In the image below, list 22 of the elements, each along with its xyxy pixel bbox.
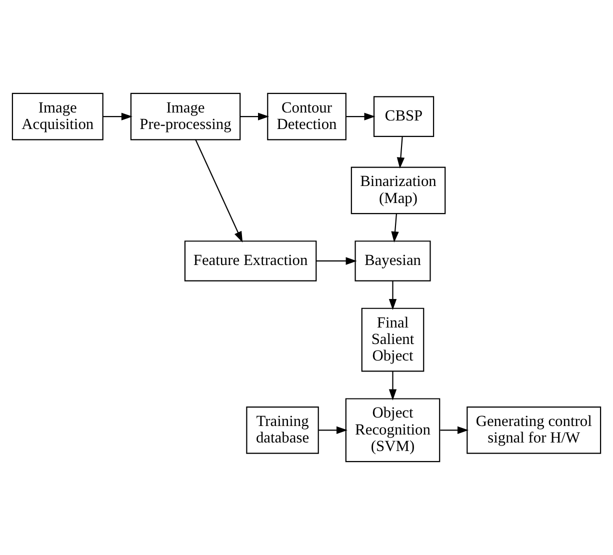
node-box: Final Salient Object: [361, 308, 424, 372]
arrow: [316, 257, 357, 265]
node-box: Training database: [246, 406, 319, 454]
node-box: Image Acquisition: [12, 92, 104, 140]
node-box: Generating control signal for H/W: [466, 406, 602, 454]
node-box: Bayesian: [354, 240, 431, 282]
arrow: [318, 426, 348, 434]
arrow: [388, 371, 397, 400]
node-box: Object Recognition (SVM): [345, 398, 440, 462]
arrow: [388, 281, 397, 310]
arrow: [391, 214, 399, 243]
arrow: [396, 136, 405, 168]
arrow: [103, 112, 132, 120]
arrow: [440, 426, 469, 434]
node-box: Binarization (Map): [350, 166, 446, 214]
node-box: Image Pre-processing: [130, 92, 241, 140]
arrow: [346, 112, 376, 120]
node-box: Contour Detection: [267, 92, 346, 140]
node-box: Feature Extraction: [184, 240, 317, 282]
node-box: CBSP: [373, 96, 434, 137]
arrow: [240, 112, 270, 120]
arrow: [195, 140, 243, 242]
